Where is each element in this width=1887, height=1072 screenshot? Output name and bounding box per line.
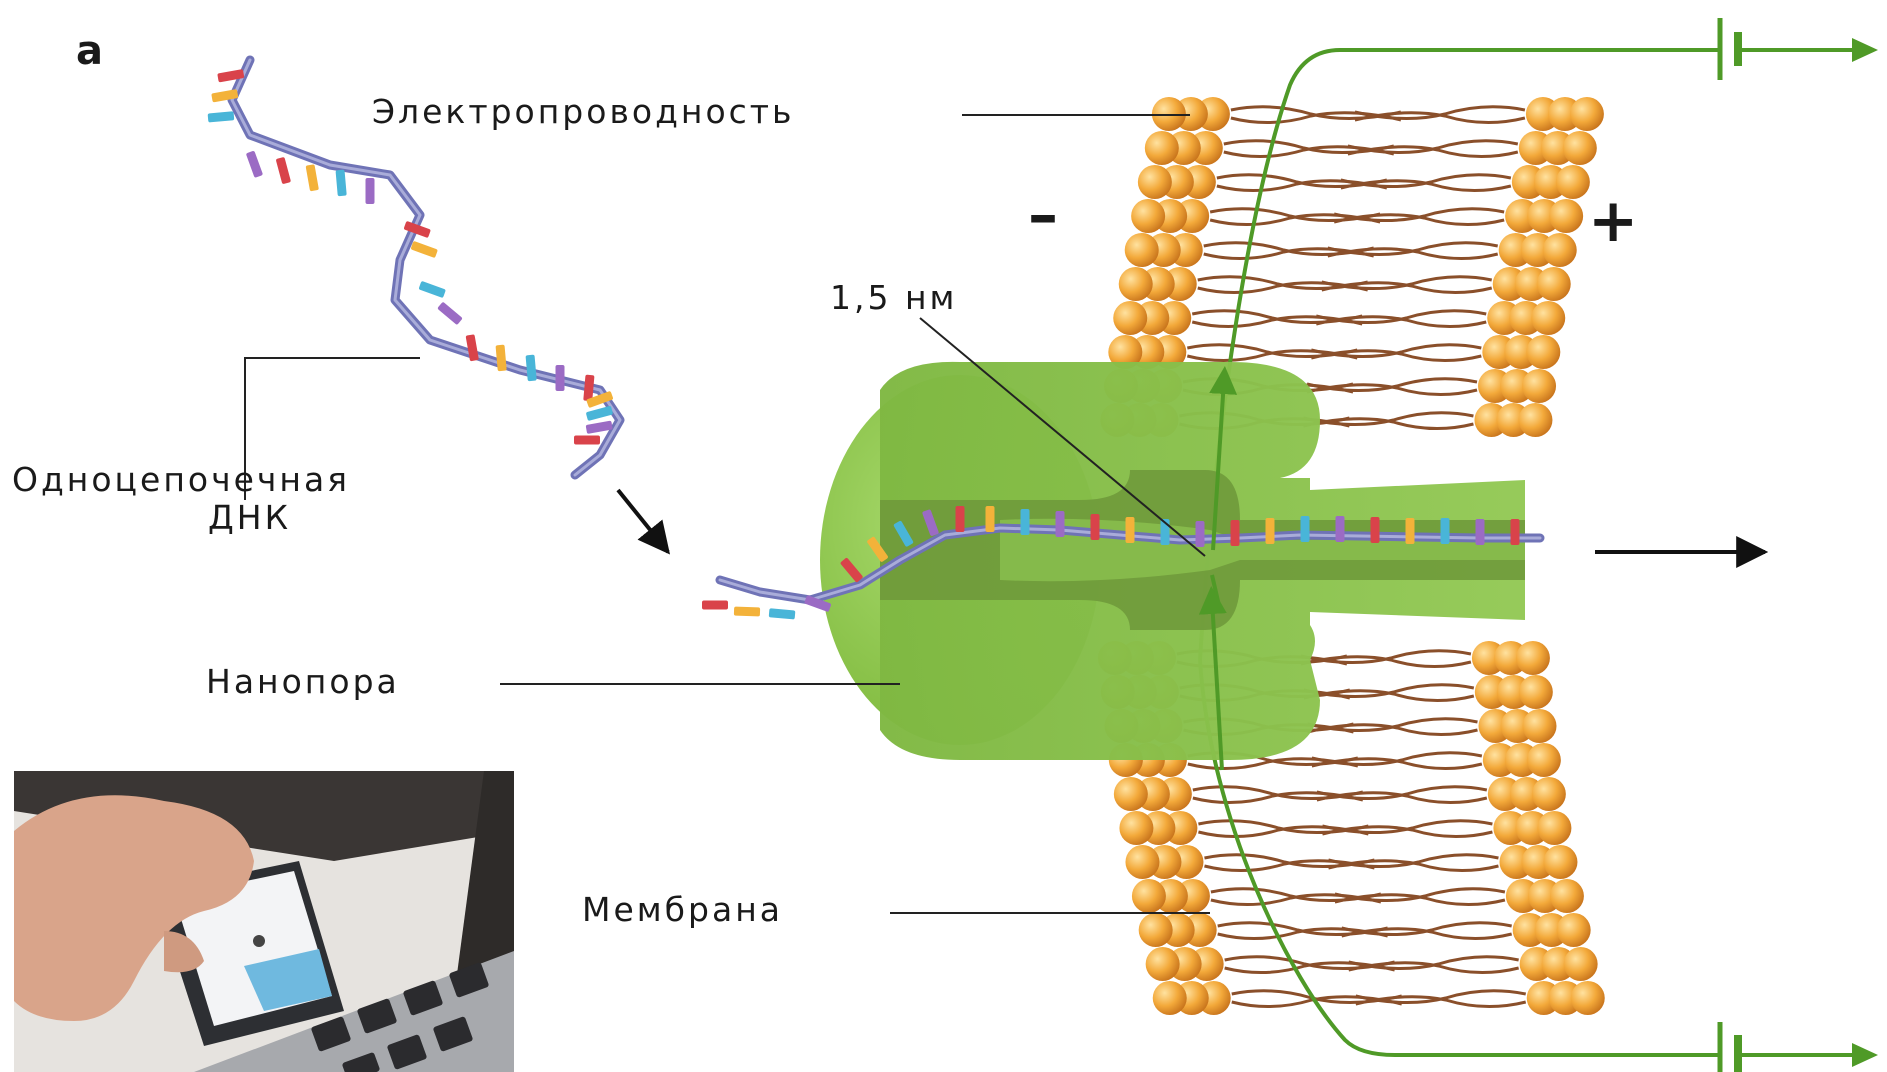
lipid-molecule (1307, 369, 1556, 403)
nucleotide-base (410, 241, 438, 258)
nucleotide-base (526, 355, 537, 382)
lipid-molecule (1342, 913, 1591, 947)
minion-sequencer-photo (14, 771, 514, 1072)
nucleotide-base (1441, 518, 1450, 544)
nucleotide-base (986, 506, 995, 532)
lipid-molecule (1328, 845, 1577, 879)
nucleotide-base (1371, 517, 1380, 543)
ssdna-label-line2: ДНК (208, 498, 291, 537)
nucleotide-base (702, 601, 728, 610)
lipid-molecule (1322, 811, 1571, 845)
nucleotide-base (1266, 518, 1275, 544)
nucleotide-base (336, 170, 347, 197)
dna-entry-arrow (618, 490, 668, 552)
panel-letter: а (76, 28, 103, 74)
nucleotide-base (1091, 514, 1100, 540)
conductivity-label: Электропроводность (372, 92, 794, 131)
nucleotide-base (1406, 518, 1415, 544)
nucleotide-base (586, 406, 613, 421)
lipid-molecule (1307, 709, 1556, 743)
lipid-molecule (1348, 131, 1597, 165)
lipid-molecule (1356, 981, 1605, 1015)
lipid-molecule (1312, 743, 1561, 777)
lipid-molecule (1349, 947, 1598, 981)
ssdna-label-line1: Одноцепочечная (12, 460, 350, 499)
nucleotide-base (1196, 521, 1205, 547)
lipid-molecule (1304, 675, 1553, 709)
pore-width-label: 1,5 нм (830, 278, 957, 317)
nucleotide-base (1301, 516, 1310, 542)
nucleotide-base (246, 150, 263, 178)
lipid-molecule (1355, 97, 1604, 131)
lipid-molecule (1316, 301, 1565, 335)
nucleotide-base (734, 607, 760, 617)
nucleotide-base (366, 178, 375, 204)
nucleotide-base (956, 506, 965, 532)
nanopore-label: Нанопора (206, 662, 400, 701)
nucleotide-base (1476, 519, 1485, 545)
nucleotide-base (276, 157, 291, 184)
lipid-molecule (1303, 403, 1552, 437)
lipid-molecule (1322, 267, 1571, 301)
nucleotide-base (1126, 517, 1135, 543)
lipid-molecule (1317, 777, 1566, 811)
battery-bottom-icon (1720, 1022, 1878, 1072)
battery-top-icon (1720, 18, 1878, 80)
lipid-molecule (1335, 879, 1584, 913)
lipid-molecule (1334, 199, 1583, 233)
nucleotide-base (1336, 516, 1345, 542)
nucleotide-base (496, 345, 507, 372)
nucleotide-base (1056, 511, 1065, 537)
nucleotide-base (1021, 509, 1030, 535)
nucleotide-base (769, 608, 796, 619)
nucleotide-base (1231, 520, 1240, 546)
nucleotide-base (437, 302, 463, 326)
minus-sign: – (1028, 180, 1058, 250)
nucleotide-base (556, 365, 565, 391)
lipid-molecule (1341, 165, 1590, 199)
nucleotide-base (1511, 519, 1520, 545)
plus-sign: + (1588, 186, 1638, 256)
lipid-molecule (1311, 335, 1560, 369)
nucleotide-base (306, 164, 319, 191)
nucleotide-base (418, 281, 446, 298)
nucleotide-base (574, 436, 600, 445)
nucleotide-base (208, 111, 235, 122)
membrane-label: Мембрана (582, 890, 783, 929)
lipid-molecule (1328, 233, 1577, 267)
lipid-molecule (1301, 641, 1550, 675)
